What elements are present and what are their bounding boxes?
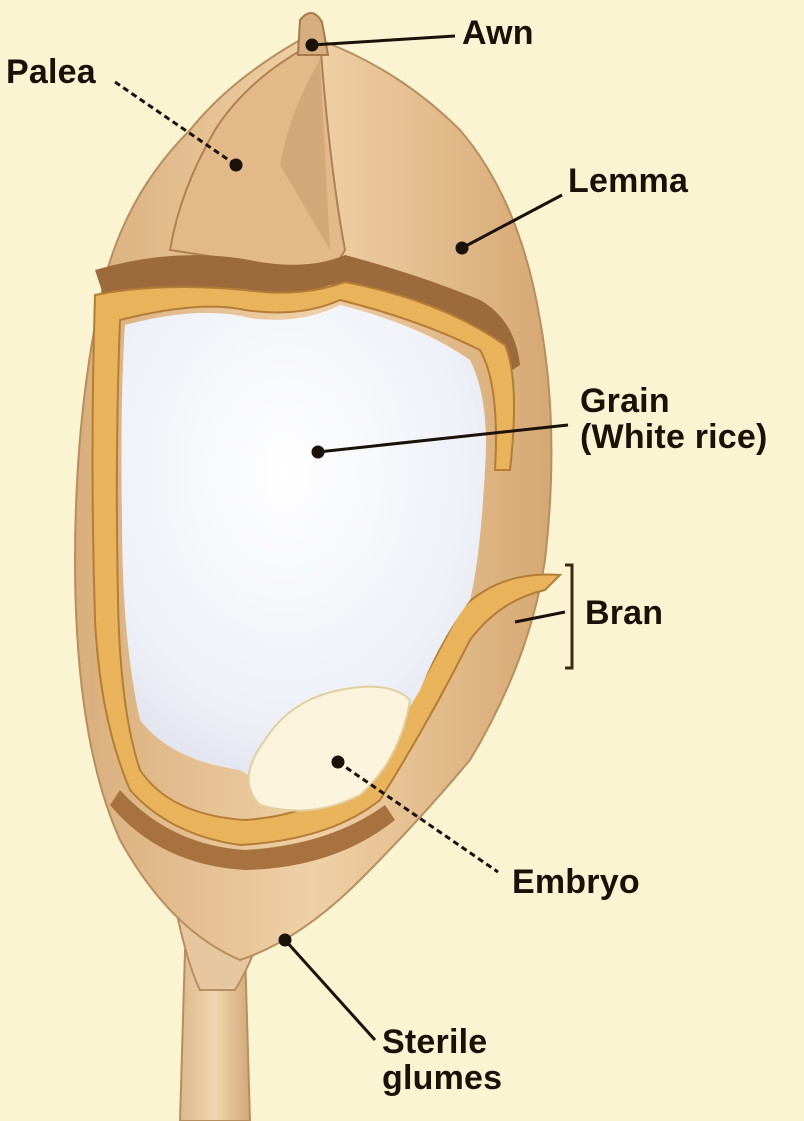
awn-pointer-dot [307,40,317,50]
label-palea: Palea [6,55,96,91]
label-lemma: Lemma [568,164,688,200]
label-grain-line1: Grain [580,384,768,420]
palea-pointer-dot [231,160,241,170]
label-bran: Bran [585,596,663,632]
label-grain-line2: (White rice) [580,420,768,456]
label-embryo: Embryo [512,865,640,901]
bran-bracket [565,565,572,668]
awn-leader-line [312,36,455,45]
lemma-pointer-dot [457,243,467,253]
label-sterile-glumes: Sterile glumes [382,1025,502,1096]
label-sterile-line1: Sterile [382,1025,502,1061]
sterile-glumes-pointer-dot [280,935,290,945]
label-sterile-line2: glumes [382,1061,502,1097]
grain-pointer-dot [313,447,323,457]
embryo-pointer-dot [333,757,343,767]
sterile-glumes-leader-line [285,940,375,1040]
label-grain: Grain (White rice) [580,384,768,455]
label-awn: Awn [462,16,534,52]
